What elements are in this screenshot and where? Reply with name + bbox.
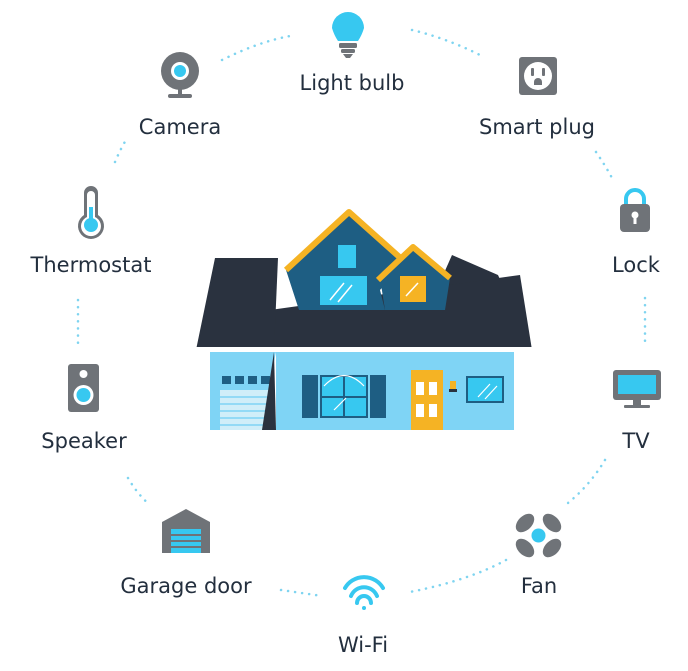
camera: Camera [139,52,221,139]
fan-icon [515,513,562,558]
smart-plug-icon [519,57,557,95]
speaker: Speaker [41,364,127,453]
wifi-label: Wi-Fi [338,633,388,657]
speaker-label: Speaker [41,429,127,453]
tv: TV [613,370,661,453]
camera-icon [161,52,199,98]
lock: Lock [612,188,661,277]
fan-label: Fan [521,574,557,598]
lock-icon [620,188,650,232]
thermostat-label: Thermostat [30,253,152,277]
thermostat-icon [78,186,104,239]
wifi-icon [343,575,385,610]
wifi: Wi-Fi [338,575,388,657]
garage-door-icon [162,509,210,553]
lock-label: Lock [612,253,661,277]
camera-label: Camera [139,115,221,139]
tv-label: TV [621,429,650,453]
dotted-ring [76,28,647,598]
thermostat: Thermostat [30,186,152,277]
light-bulb-label: Light bulb [300,71,405,95]
smart-plug-label: Smart plug [479,115,595,139]
light-bulb: Light bulb [300,12,405,95]
garage-door: Garage door [120,509,252,598]
house-illustration [196,209,532,430]
speaker-icon [68,364,99,412]
light-bulb-icon [332,12,364,58]
fan: Fan [515,513,562,598]
garage-door-label: Garage door [120,574,252,598]
smart-plug: Smart plug [479,57,595,139]
tv-icon [613,370,661,408]
